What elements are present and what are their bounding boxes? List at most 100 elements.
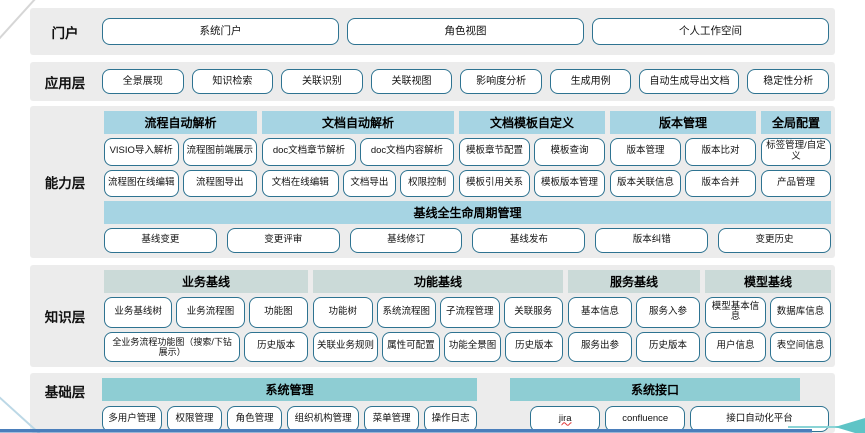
group-header: 业务基线 <box>104 270 308 293</box>
knowledge-chip: 用户信息 <box>705 331 766 362</box>
group-version-management: 版本管理 版本管理 版本比对 版本关联信息 版本合并 <box>610 111 756 197</box>
capability-chip: 模板引用关系 <box>459 169 530 197</box>
knowledge-chip: 功能全景图 <box>443 331 502 362</box>
knowledge-chip: 业务流程图 <box>176 297 245 328</box>
layer-band-portal: 门户 系统门户 角色视图 个人工作空间 <box>30 8 835 55</box>
capability-chip: 产品管理 <box>761 169 831 197</box>
group-system-interface: 系统接口 jira confluence 接口自动化平台 <box>510 378 829 433</box>
knowledge-chip: 功能树 <box>313 297 373 328</box>
layer-label-portal: 门户 <box>51 25 79 41</box>
baseline-chip: 变更历史 <box>718 228 831 253</box>
arrow-left-icon <box>835 418 865 433</box>
app-item-button: 知识检索 <box>191 69 274 94</box>
layer-label-foundation: 基础层 <box>44 385 86 400</box>
foundation-chip: 组织机构管理 <box>287 406 359 432</box>
knowledge-chip: 属性可配置 <box>382 331 440 362</box>
knowledge-chip: 数据库信息 <box>770 297 831 328</box>
group-service-baseline: 服务基线 基本信息 服务入参 服务出参 历史版本 <box>568 270 700 362</box>
baseline-chip: 变更评审 <box>226 228 340 253</box>
capability-chip: 文档导出 <box>342 169 397 197</box>
knowledge-chip: 系统流程图 <box>376 297 436 328</box>
app-item-button: 关联视图 <box>370 69 453 94</box>
capability-chip: 模板查询 <box>534 138 605 166</box>
group-header: 文档模板自定义 <box>459 111 605 134</box>
knowledge-chip: 历史版本 <box>636 331 700 362</box>
layer-label-knowledge: 知识层 <box>44 310 86 325</box>
app-item-button: 生成用例 <box>549 69 632 94</box>
capability-chip: 模板章节配置 <box>459 138 530 166</box>
app-item-button: 关联识别 <box>281 69 363 94</box>
group-header: 全局配置 <box>761 111 831 134</box>
group-header: 流程自动解析 <box>104 111 257 134</box>
layer-label-application: 应用层 <box>44 75 86 91</box>
group-header-baseline-lifecycle: 基线全生命周期管理 <box>104 201 831 224</box>
group-business-baseline: 业务基线 业务基线树 业务流程图 功能图 全业务流程功能图（搜索/下钻展示） 历… <box>104 270 308 362</box>
knowledge-chip: 基本信息 <box>568 297 632 328</box>
knowledge-chip: 模型基本信息 <box>705 297 766 328</box>
capability-chip: 标签管理/自定义 <box>761 138 831 166</box>
foundation-chip: 操作日志 <box>424 406 477 432</box>
group-system-management: 系统管理 多用户管理 权限管理 角色管理 组织机构管理 菜单管理 操作日志 <box>102 378 477 433</box>
group-header: 版本管理 <box>610 111 756 134</box>
knowledge-chip: 全业务流程功能图（搜索/下钻展示） <box>104 331 241 362</box>
capability-chip: 流程图在线编辑 <box>104 169 179 197</box>
group-process-parsing: 流程自动解析 VISIO导入解析 流程图前端展示 流程图在线编辑 流程图导出 <box>104 111 257 197</box>
capability-chip: VISIO导入解析 <box>104 138 179 166</box>
layer-band-capability: 能力层 流程自动解析 VISIO导入解析 流程图前端展示 流程图在线编辑 流程图… <box>30 106 835 258</box>
baseline-chip: 版本纠错 <box>595 228 709 253</box>
app-item-button: 自动生成导出文档 <box>639 69 740 94</box>
baseline-chip: 基线发布 <box>472 228 586 253</box>
layer-band-foundation: 基础层 系统管理 多用户管理 权限管理 角色管理 组织机构管理 菜单管理 操作日… <box>30 373 835 433</box>
group-header: 服务基线 <box>568 270 700 293</box>
group-header: 系统接口 <box>510 378 800 401</box>
knowledge-chip: 关联业务规则 <box>313 331 379 362</box>
group-global-config: 全局配置 标签管理/自定义 产品管理 <box>761 111 831 197</box>
foundation-chip: 接口自动化平台 <box>690 406 829 432</box>
group-model-baseline: 模型基线 模型基本信息 数据库信息 用户信息 表空间信息 <box>705 270 831 362</box>
app-item-button: 影响度分析 <box>460 69 542 94</box>
foundation-chip: 角色管理 <box>227 406 283 432</box>
knowledge-chip: 子流程管理 <box>440 297 500 328</box>
capability-chip: doc文档内容解析 <box>360 138 454 166</box>
group-header: 系统管理 <box>102 378 477 401</box>
capability-chip: 版本比对 <box>685 138 756 166</box>
capability-chip: doc文档章节解析 <box>262 138 356 166</box>
knowledge-chip: 服务出参 <box>568 331 632 362</box>
layer-band-application: 应用层 全景展现 知识检索 关联识别 关联视图 影响度分析 生成用例 自动生成导… <box>30 62 835 101</box>
knowledge-chip: 历史版本 <box>244 331 308 362</box>
layer-band-knowledge: 知识层 业务基线 业务基线树 业务流程图 功能图 全业务流程功能图（搜索/下钻展… <box>30 265 835 367</box>
baseline-chip: 基线变更 <box>104 228 217 253</box>
knowledge-chip: 历史版本 <box>505 331 563 362</box>
portal-item-button: 角色视图 <box>347 18 584 45</box>
foundation-chip-jira: jira <box>530 406 601 432</box>
foundation-chip: 多用户管理 <box>102 406 162 432</box>
foundation-chip: confluence <box>605 406 686 432</box>
knowledge-chip: 服务入参 <box>636 297 700 328</box>
foundation-chip: 权限管理 <box>166 406 223 432</box>
group-header: 功能基线 <box>313 270 563 293</box>
capability-chip: 版本合并 <box>685 169 756 197</box>
capability-chip: 版本关联信息 <box>610 169 681 197</box>
knowledge-chip: 业务基线树 <box>104 297 173 328</box>
capability-chip: 版本管理 <box>610 138 681 166</box>
group-document-parsing: 文档自动解析 doc文档章节解析 doc文档内容解析 文档在线编辑 文档导出 权… <box>262 111 455 197</box>
layer-label-capability: 能力层 <box>44 176 86 191</box>
capability-chip: 权限控制 <box>400 169 455 197</box>
knowledge-chip: 功能图 <box>248 297 308 328</box>
capability-chip: 文档在线编辑 <box>262 169 339 197</box>
group-header: 文档自动解析 <box>262 111 454 134</box>
group-header: 模型基线 <box>705 270 831 293</box>
capability-chip: 模板版本管理 <box>534 169 605 197</box>
app-item-button: 全景展现 <box>102 69 184 94</box>
group-template-custom: 文档模板自定义 模板章节配置 模板查询 模板引用关系 模板版本管理 <box>459 111 605 197</box>
portal-item-button: 系统门户 <box>102 18 339 45</box>
foundation-chip: 菜单管理 <box>363 406 420 432</box>
portal-item-button: 个人工作空间 <box>592 18 829 45</box>
capability-chip: 流程图前端展示 <box>182 138 257 166</box>
capability-chip: 流程图导出 <box>182 169 257 197</box>
group-function-baseline: 功能基线 功能树 系统流程图 子流程管理 关联服务 关联业务规则 属性可配置 功… <box>313 270 563 362</box>
app-item-button: 稳定性分析 <box>747 69 830 94</box>
knowledge-chip: 关联服务 <box>503 297 563 328</box>
knowledge-chip: 表空间信息 <box>770 331 831 362</box>
